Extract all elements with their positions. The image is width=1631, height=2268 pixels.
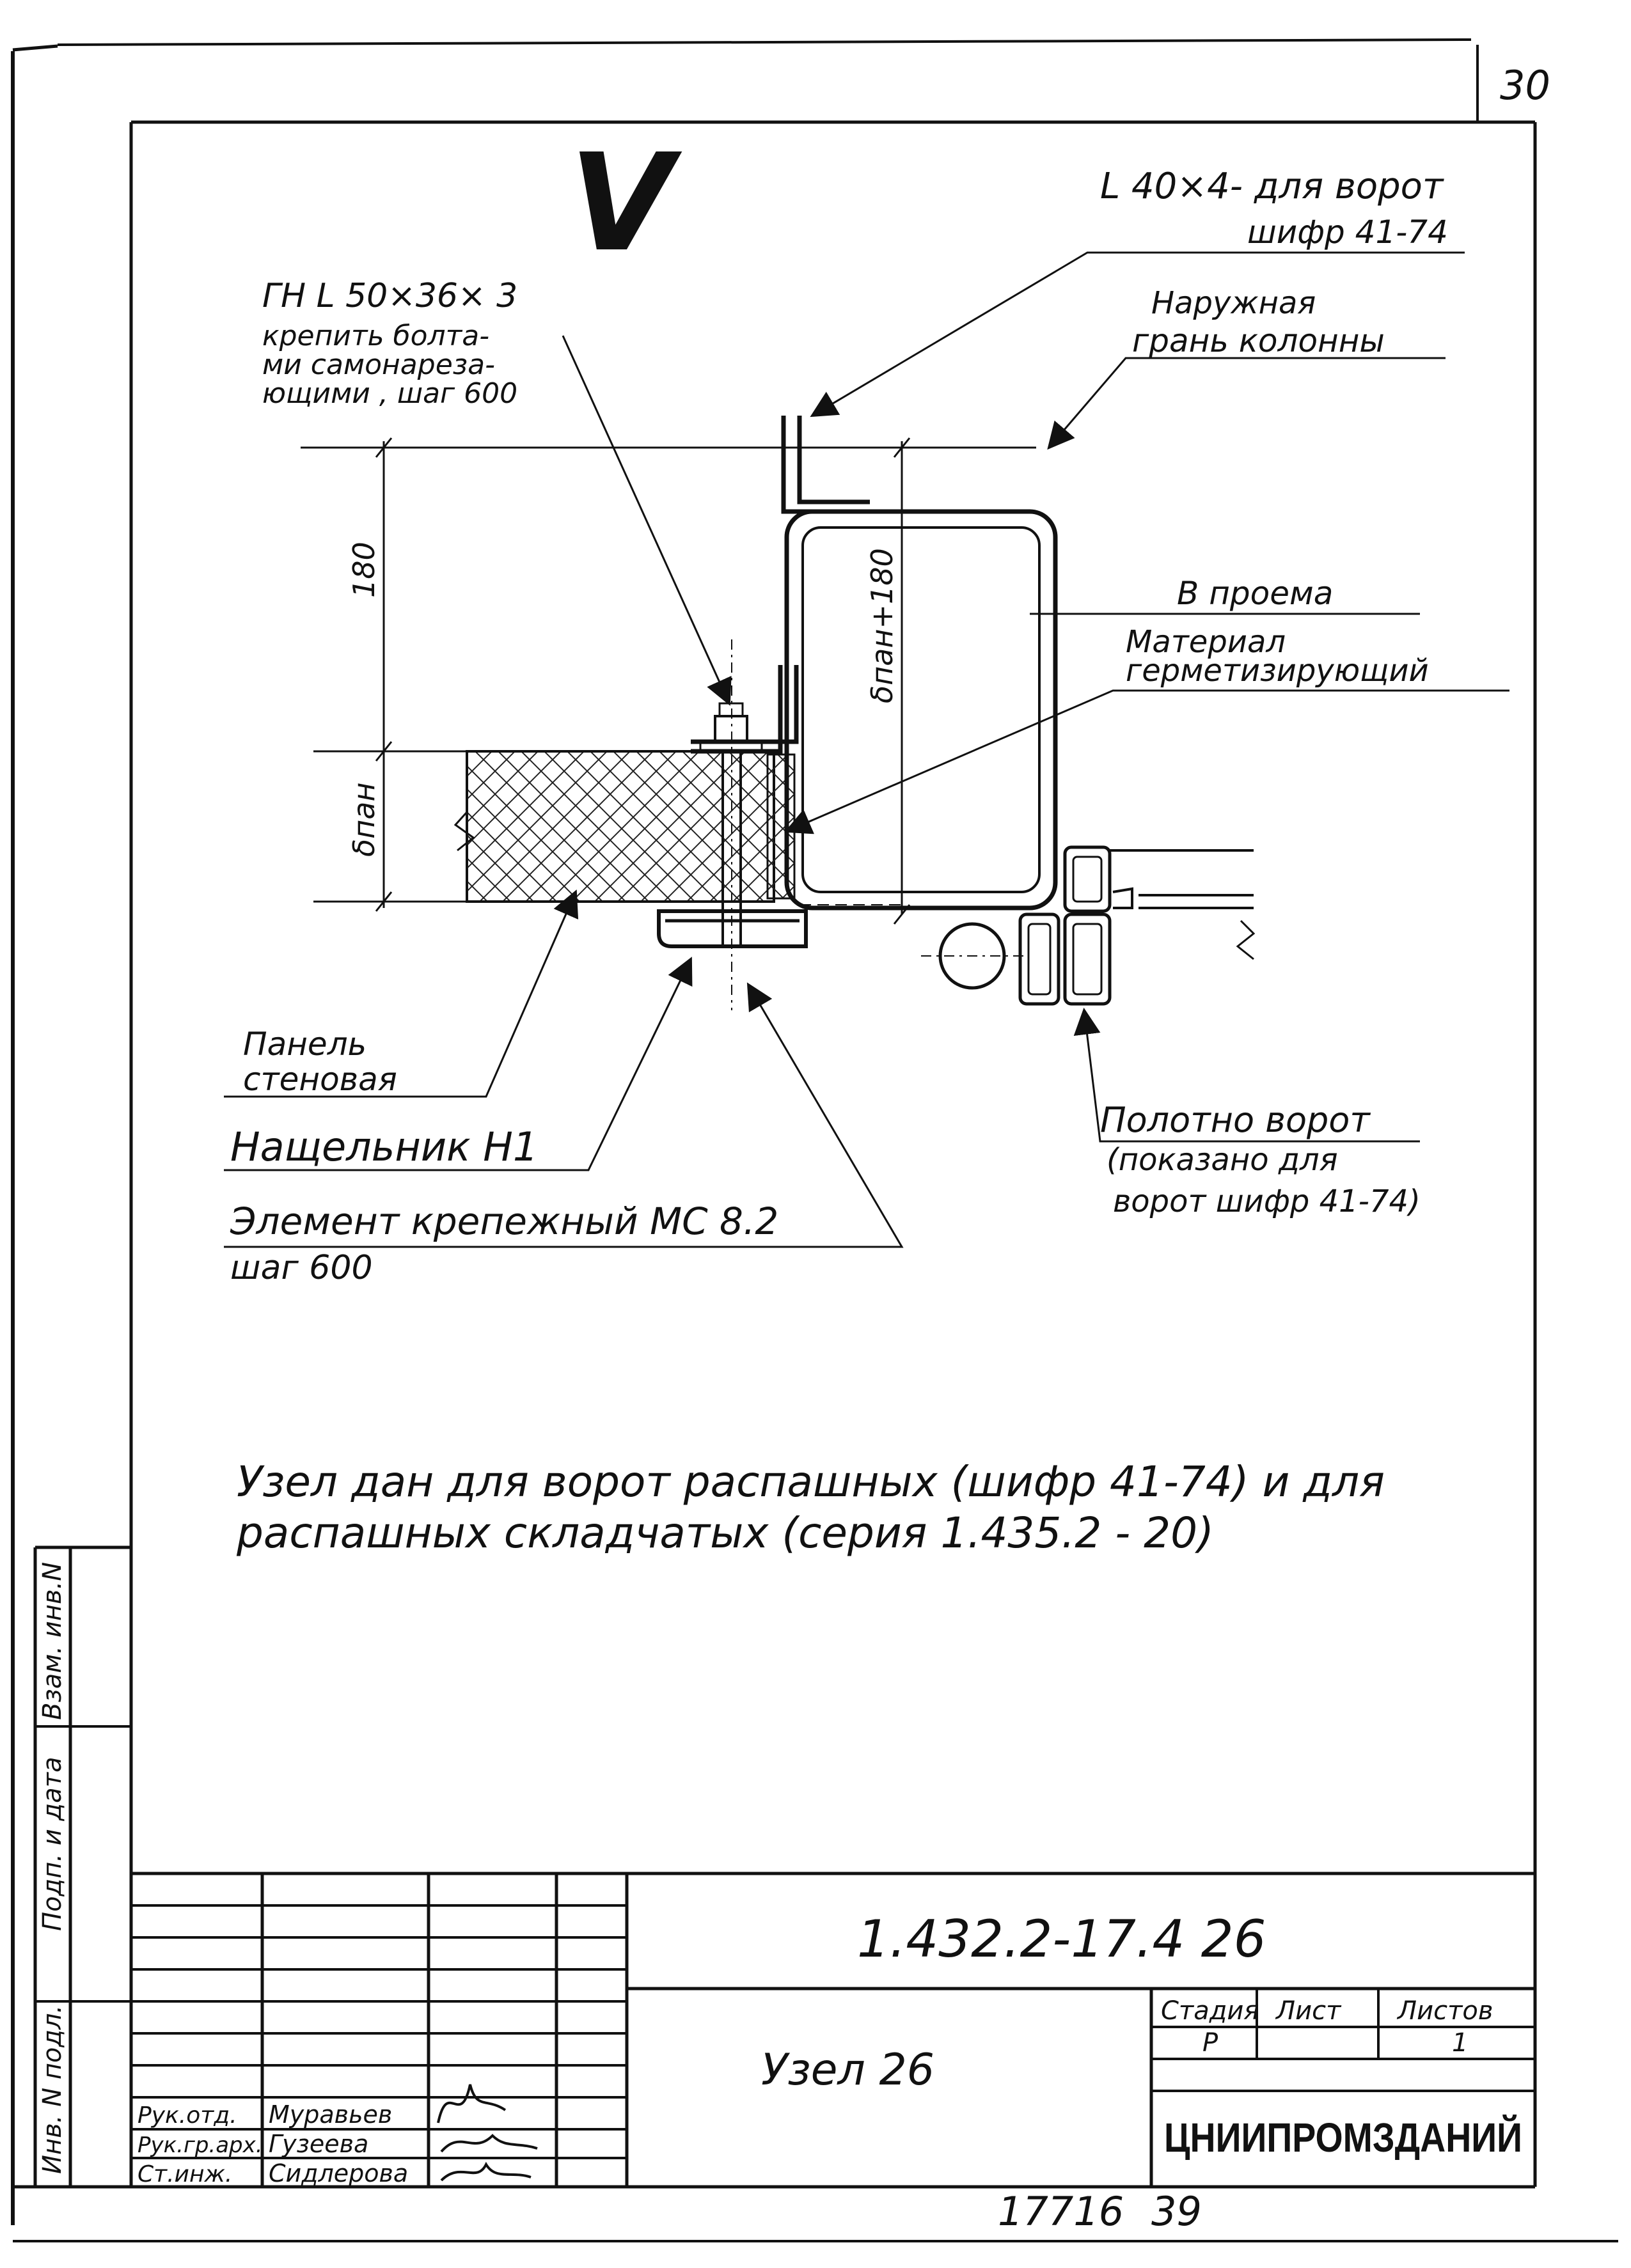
sheets-header: Листов bbox=[1396, 1996, 1493, 2026]
label-angle: L 40×4- для ворот шифр 41-74 bbox=[1100, 166, 1448, 251]
dim-panel-180-label: δпан+180 bbox=[865, 548, 899, 703]
flashing-h1 bbox=[657, 909, 808, 948]
dim-180-label: 180 bbox=[347, 542, 381, 598]
svg-text:шаг 600: шаг 600 bbox=[230, 1249, 373, 1287]
svg-text:Подп. и дата: Подп. и дата bbox=[38, 1757, 67, 1931]
check-mark: V bbox=[569, 125, 682, 281]
svg-text:грань колонны: грань колонны bbox=[1132, 322, 1385, 359]
svg-text:(показано для: (показано для bbox=[1107, 1142, 1338, 1178]
label-fastener: Элемент крепежный МС 8.2 шаг 600 bbox=[230, 1200, 778, 1287]
svg-text:шифр 41-74: шифр 41-74 bbox=[1247, 214, 1448, 251]
label-door-leaf: Полотно ворот (показано для ворот шифр 4… bbox=[1100, 1100, 1421, 1219]
side-stamp: Инв. N подл. Подп. и дата Взам. инв.N bbox=[33, 1545, 131, 2187]
dim-panel-label: δпан bbox=[347, 783, 381, 857]
label-opening: В проема bbox=[1177, 575, 1333, 612]
label-panel: Панель стеновая bbox=[243, 1026, 397, 1098]
svg-text:Элемент крепежный МС 8.2: Элемент крепежный МС 8.2 bbox=[230, 1200, 778, 1243]
archive-number: 17716 bbox=[998, 2188, 1124, 2235]
svg-text:Рук.гр.арх.: Рук.гр.арх. bbox=[138, 2132, 263, 2158]
svg-text:Панель: Панель bbox=[243, 1026, 366, 1063]
sheets-value: 1 bbox=[1452, 2028, 1468, 2058]
sheet-number: 30 bbox=[1500, 62, 1550, 109]
svg-text:ми самонареза-: ми самонареза- bbox=[262, 348, 495, 381]
general-note: Узел дан для ворот распашных (шифр 41-74… bbox=[236, 1457, 1385, 1558]
svg-text:Ст.инж.: Ст.инж. bbox=[138, 2161, 232, 2187]
svg-text:Рук.отд.: Рук.отд. bbox=[138, 2102, 237, 2129]
svg-text:Узел дан для ворот распашных (: Узел дан для ворот распашных (шифр 41-74… bbox=[237, 1457, 1385, 1506]
svg-text:Муравьев: Муравьев bbox=[269, 2100, 392, 2129]
svg-text:ворот шифр 41-74): ворот шифр 41-74) bbox=[1113, 1184, 1421, 1219]
svg-text:Полотно ворот: Полотно ворот bbox=[1100, 1100, 1371, 1140]
sheet-border bbox=[11, 38, 1618, 2242]
label-gn-angle: ГН L 50×36× 3 крепить болта- ми самонаре… bbox=[262, 277, 517, 410]
drawing-code: 1.432.2-17.4 26 bbox=[857, 1909, 1266, 1969]
label-column-face: Наружная грань колонны bbox=[1132, 285, 1385, 359]
signatures bbox=[437, 2084, 538, 2182]
door-leaf-profile bbox=[921, 845, 1256, 1006]
svg-text:распашных складчатых (серия 1.: распашных складчатых (серия 1.435.2 - 20… bbox=[236, 1508, 1214, 1558]
stage-value: Р bbox=[1202, 2028, 1218, 2058]
svg-text:герметизирующий: герметизирующий bbox=[1126, 653, 1429, 689]
title-block-grid bbox=[131, 1872, 1535, 2187]
svg-text:стеновая: стеновая bbox=[243, 1061, 397, 1098]
column-inner bbox=[801, 526, 1041, 893]
dimension-lines bbox=[301, 437, 1036, 925]
svg-text:Гузеева: Гузеева bbox=[269, 2130, 368, 2158]
stage-header: Стадия bbox=[1161, 1996, 1259, 2026]
leader-lines bbox=[224, 251, 1509, 1248]
archive-sheet: 39 bbox=[1151, 2188, 1202, 2235]
svg-text:Взам. инв.N: Взам. инв.N bbox=[38, 1562, 67, 1720]
column-outer bbox=[784, 509, 1058, 911]
svg-text:ющими , шаг 600: ющими , шаг 600 bbox=[262, 377, 517, 410]
label-flashing: Нащельник Н1 bbox=[230, 1123, 538, 1170]
wall-panel-hatch bbox=[466, 750, 775, 903]
sealant-strip bbox=[766, 753, 796, 900]
svg-text:Инв. N подл.: Инв. N подл. bbox=[38, 2005, 67, 2174]
organization-name: ЦНИИПРОМЗДАНИЙ bbox=[1164, 2114, 1522, 2161]
staff-list: Рук.отд. Муравьев Рук.гр.арх. Гузеева Ст… bbox=[138, 2100, 408, 2187]
svg-text:Сидлерова: Сидлерова bbox=[269, 2159, 408, 2187]
sheet-header: Лист bbox=[1275, 1996, 1342, 2026]
panel-break-mark bbox=[453, 811, 475, 852]
svg-text:ГН L 50×36× 3: ГН L 50×36× 3 bbox=[262, 277, 517, 315]
svg-text:L 40×4- для ворот: L 40×4- для ворот bbox=[1100, 166, 1444, 207]
svg-text:Наружная: Наружная bbox=[1151, 285, 1316, 321]
bolt bbox=[699, 639, 763, 1010]
svg-text:крепить болта-: крепить болта- bbox=[262, 320, 489, 352]
svg-text:Материал: Материал bbox=[1126, 624, 1286, 660]
label-sealant: Материал герметизирующий bbox=[1126, 624, 1429, 689]
angle-l40 bbox=[781, 416, 870, 514]
drawing-title: Узел 26 bbox=[761, 2045, 934, 2095]
